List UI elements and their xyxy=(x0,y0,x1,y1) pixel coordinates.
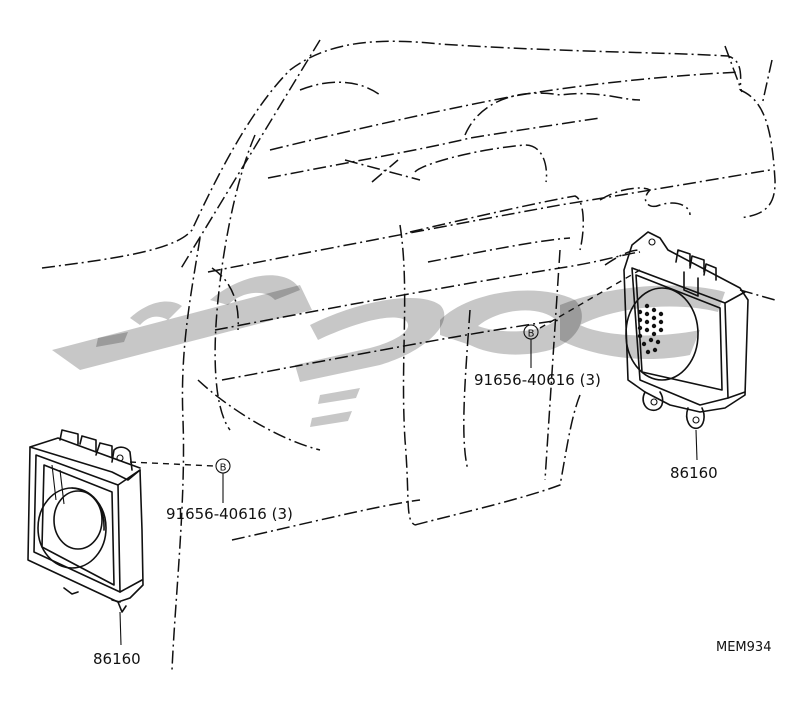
fastener-marker-left-label: B xyxy=(220,463,227,474)
speaker-left xyxy=(27,429,144,646)
tweeter-grille xyxy=(637,303,664,355)
watermark xyxy=(52,275,725,427)
part-callout-fastener-left: 91656-40616 (3) xyxy=(166,505,293,523)
part-callout-speaker-left: 86160 xyxy=(93,650,141,668)
fastener-marker-right: B xyxy=(523,269,641,368)
fastener-marker-left: B xyxy=(129,458,231,503)
fastener-marker-right-label: B xyxy=(528,329,535,340)
part-callout-speaker-right: 86160 xyxy=(670,464,718,482)
part-callout-fastener-right: 91656-40616 (3) xyxy=(474,371,601,389)
speaker-right xyxy=(623,231,749,461)
drawing-code: MEM934 xyxy=(716,640,771,655)
dashboard-outline xyxy=(41,39,776,671)
